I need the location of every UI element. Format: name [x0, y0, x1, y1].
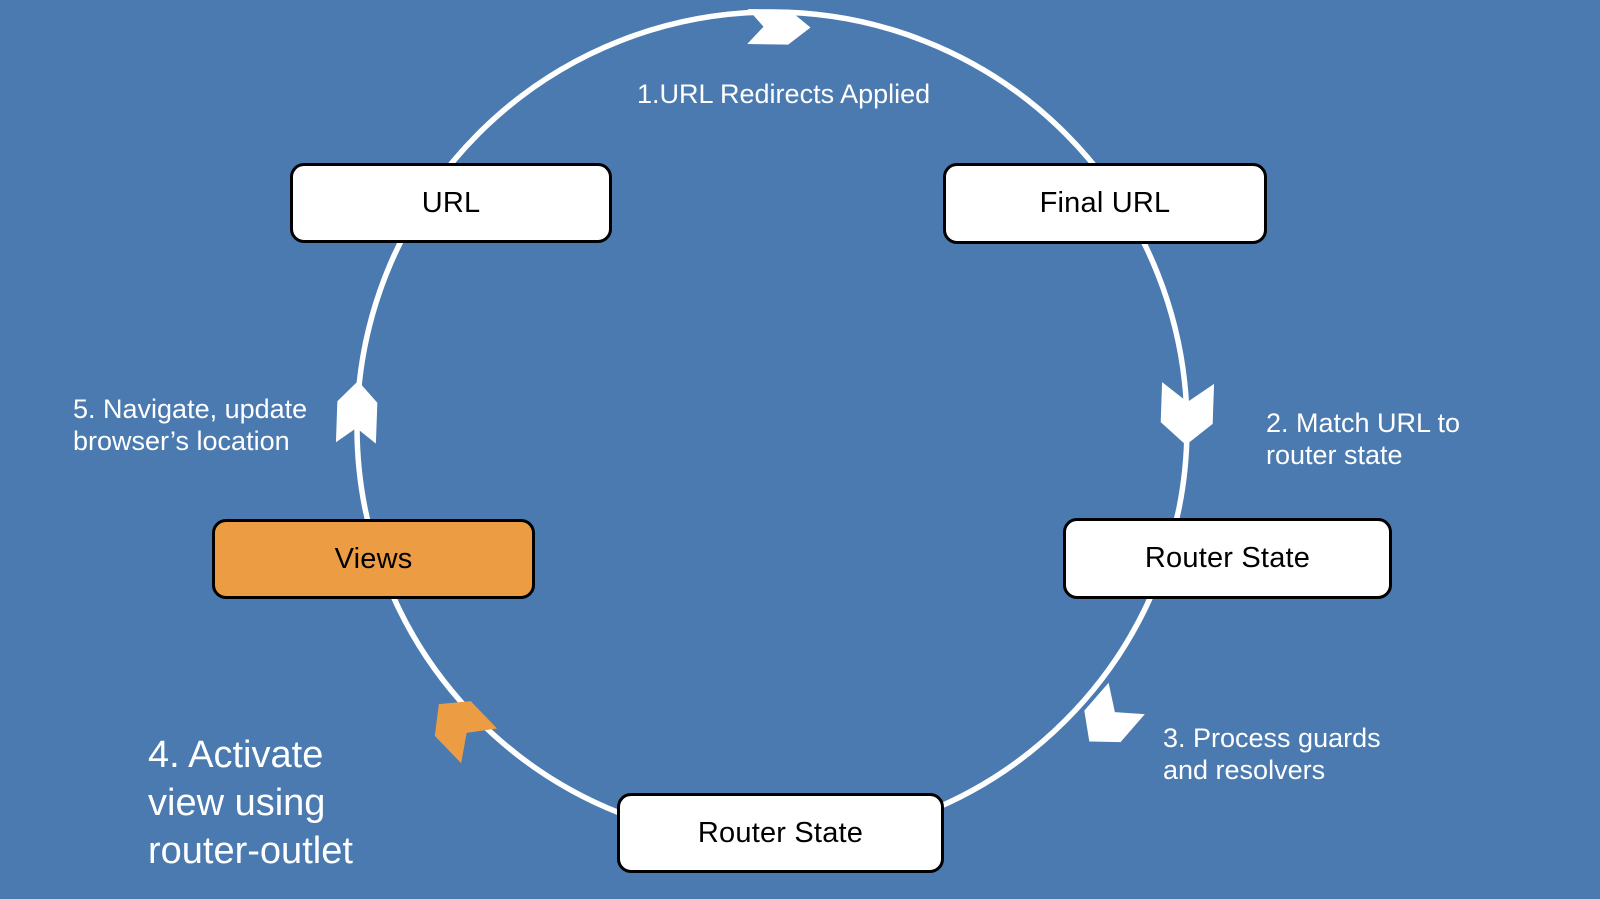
node-router-state-bottom: Router State	[617, 793, 944, 873]
flow-arrow-bottom-right-icon	[1084, 682, 1145, 743]
step-label-1-url-redirects: 1.URL Redirects Applied	[637, 79, 931, 109]
node-router-state-right: Router State	[1063, 518, 1392, 599]
flow-arrow-left-icon	[335, 381, 378, 444]
step-label-4-activate-view: 4. Activate view using router-outlet	[148, 734, 353, 872]
step-label-2-match-url: 2. Match URL to router state	[1266, 408, 1461, 470]
flow-arrow-bottom-left-icon	[434, 701, 498, 764]
step-label-5-navigate: 5. Navigate, update browser’s location	[73, 394, 308, 456]
step-label-3-process-guards: 3. Process guards and resolvers	[1163, 723, 1381, 785]
flow-arrow-right-icon	[1160, 382, 1215, 445]
node-final-url: Final URL	[943, 163, 1267, 244]
flow-arrow-top-icon	[747, 8, 811, 45]
node-views: Views	[212, 519, 535, 599]
node-url: URL	[290, 163, 612, 243]
